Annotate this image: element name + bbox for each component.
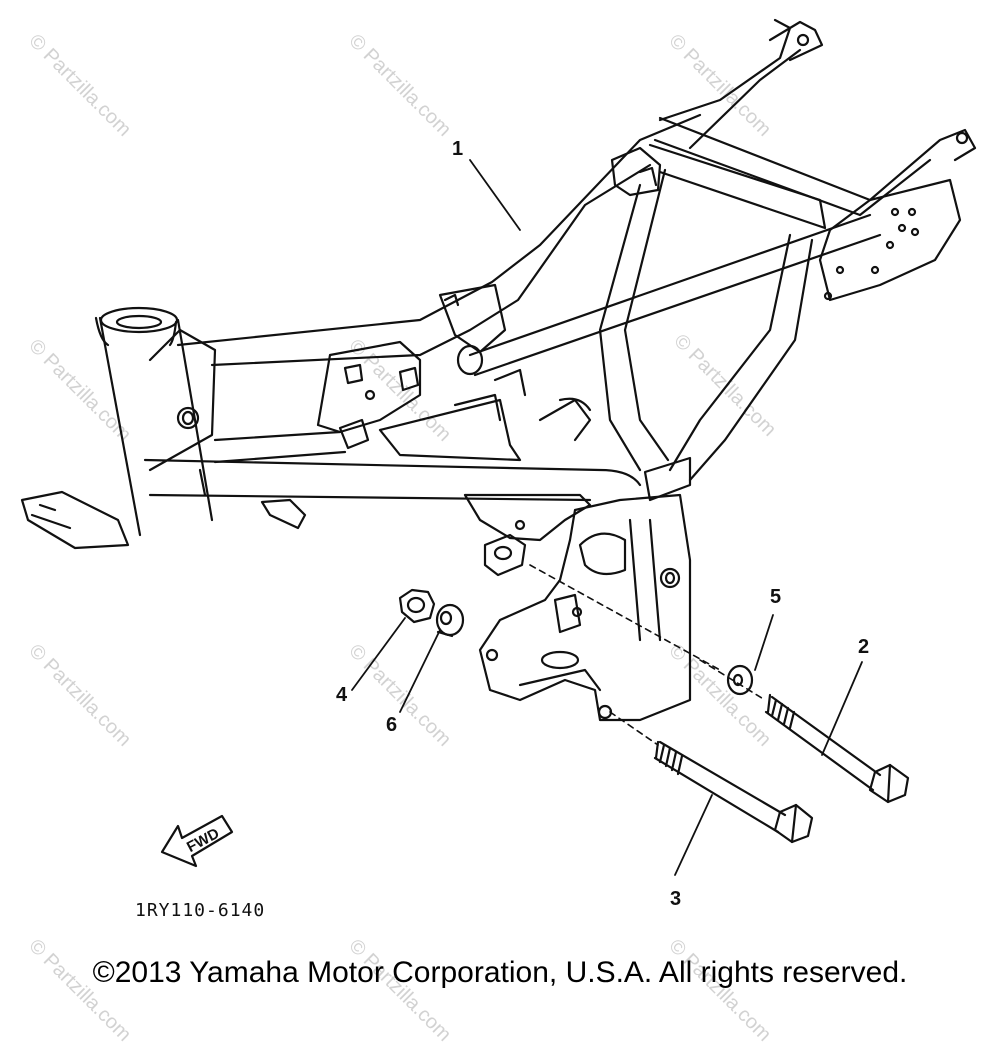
callout-4: 4 [336,684,348,706]
callout-3: 3 [670,888,682,910]
fwd-arrow-icon [160,814,234,868]
callout-2: 2 [858,636,870,658]
parts-diagram: © Partzilla.com © Partzilla.com © Partzi… [20,18,977,1046]
copyright-notice: ©2013 Yamaha Motor Corporation, U.S.A. A… [92,956,908,989]
bolt-lower-drawing [653,740,814,844]
leader-lines [351,159,863,876]
washer-right-drawing [726,664,754,696]
callout-6: 6 [386,714,398,736]
bolt-long-drawing [764,693,910,804]
frame-drawing [20,18,977,722]
washer-left-drawing [435,603,465,638]
diagram-code: 1RY110-6140 [135,900,266,921]
callout-5: 5 [770,586,782,608]
nut-drawing [398,588,436,624]
callout-1: 1 [452,138,464,160]
alignment-lines [529,564,766,746]
